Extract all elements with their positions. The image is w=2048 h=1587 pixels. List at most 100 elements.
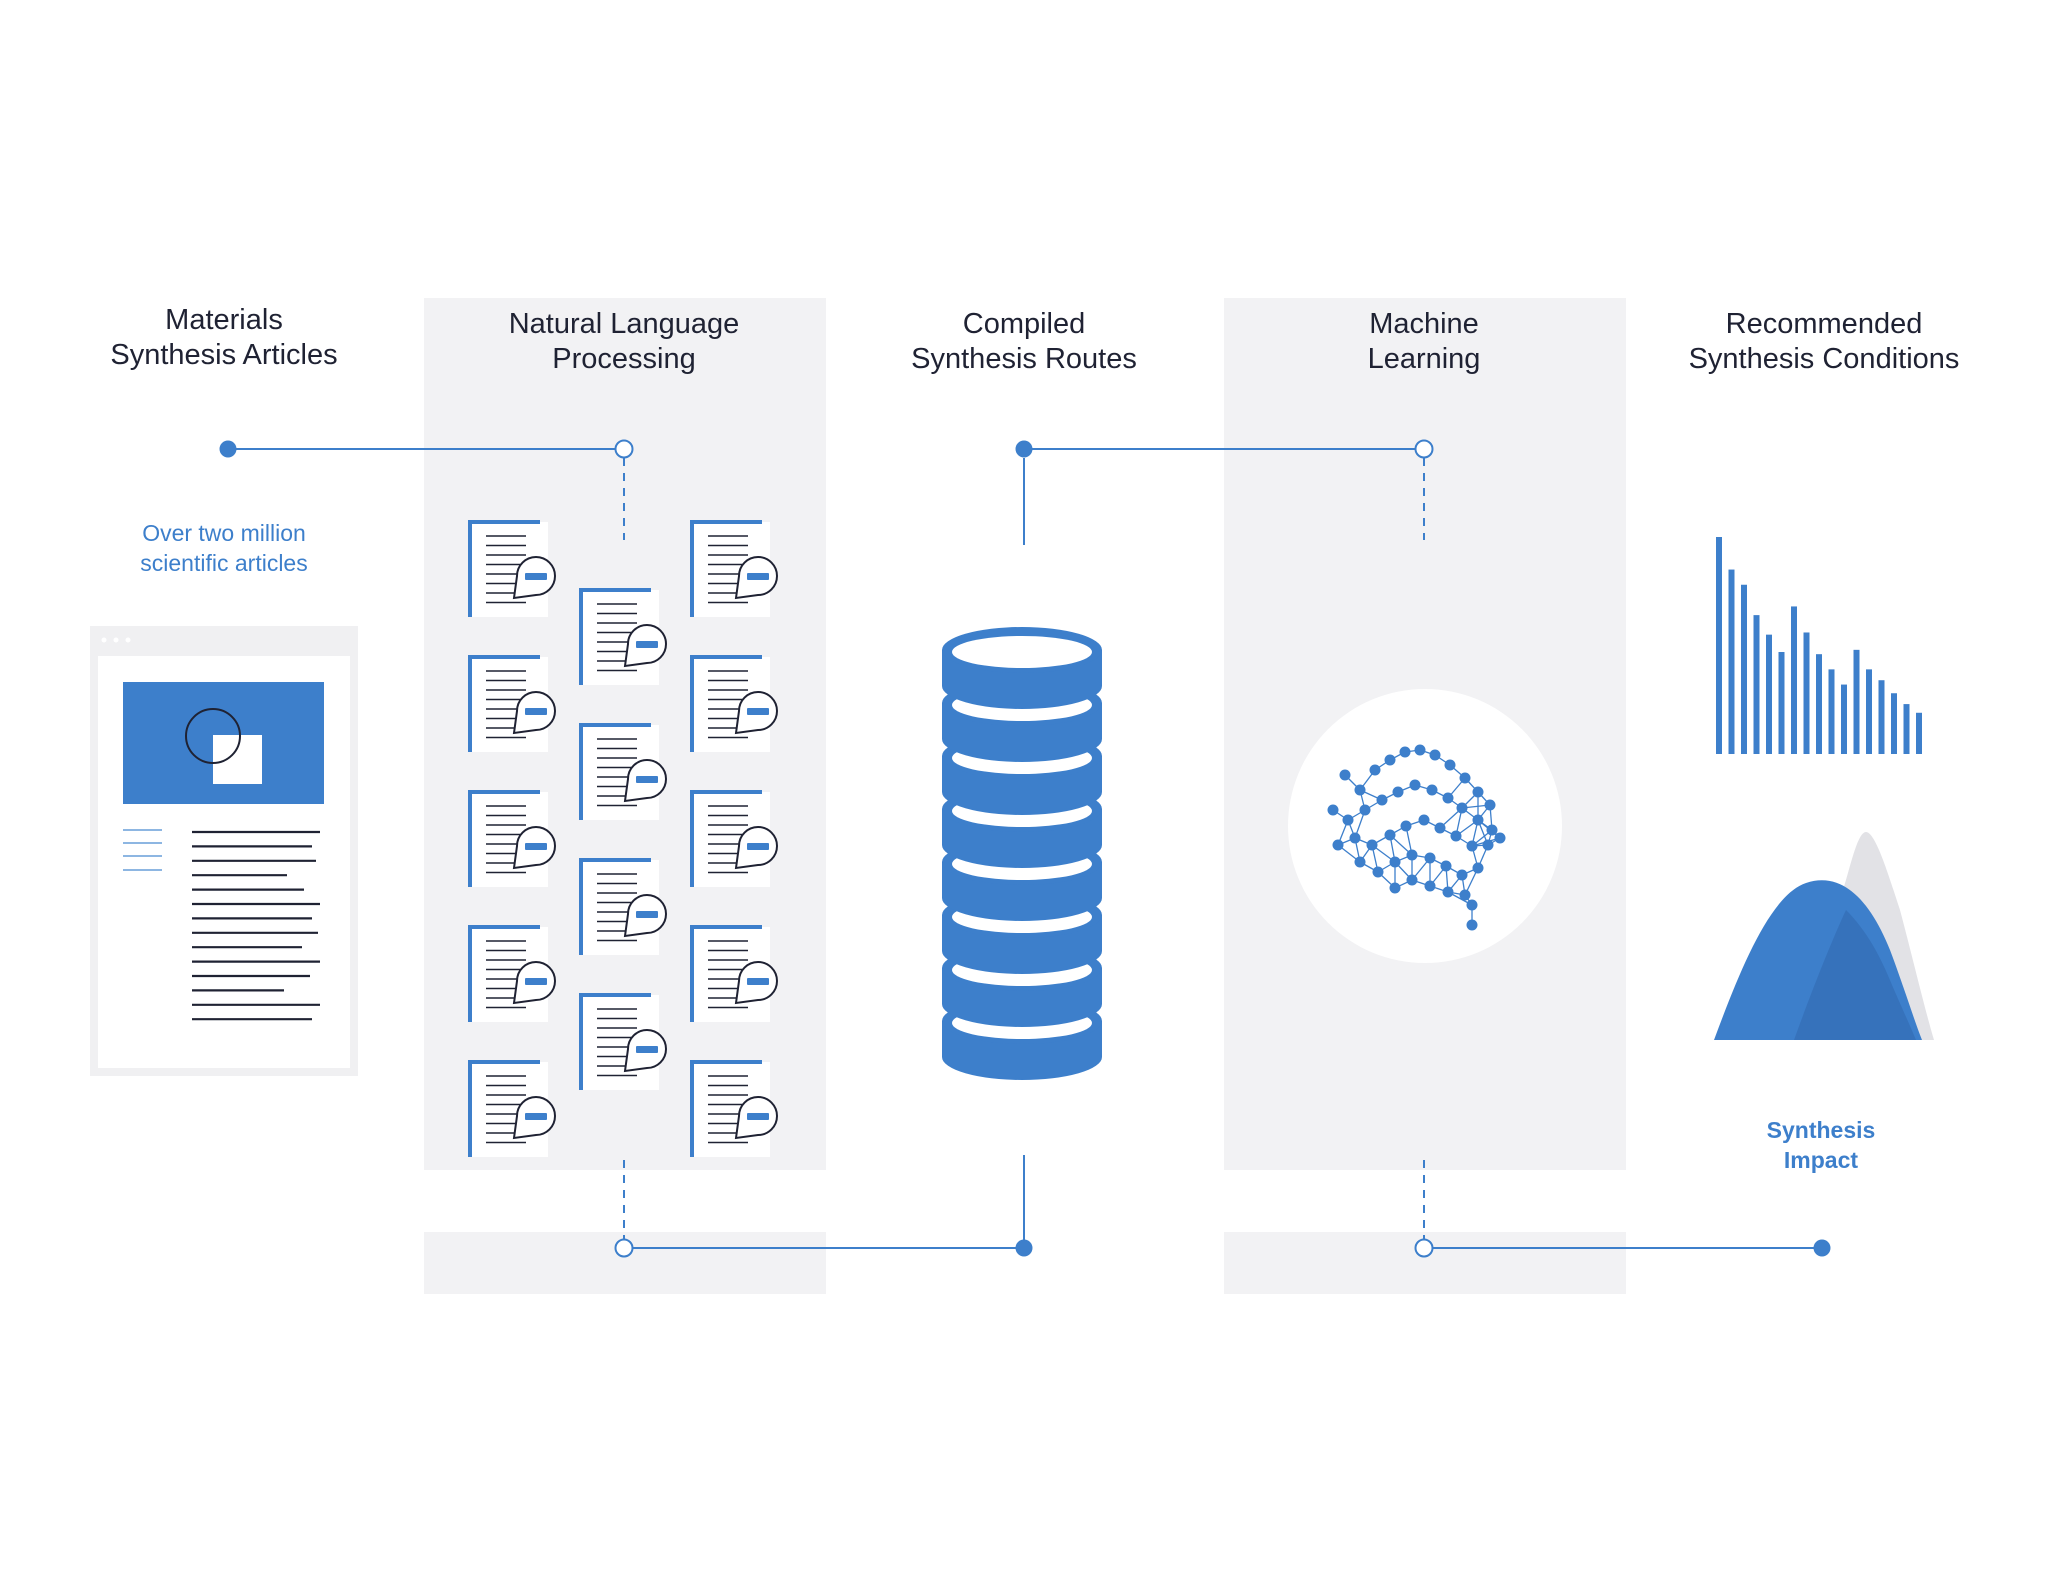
- document-comment-icon: [690, 655, 778, 752]
- top-connectors: [228, 448, 1425, 545]
- document-comment-icon: [579, 993, 667, 1090]
- brain-node: [1424, 880, 1436, 892]
- brain-node: [1372, 866, 1384, 878]
- brain-node: [1354, 784, 1366, 796]
- brain-node: [1484, 799, 1496, 811]
- articles-note: Over two million scientific articles: [140, 520, 308, 576]
- chart-bar: [1853, 649, 1860, 754]
- document-comment-icon: [690, 790, 778, 887]
- chart-bar: [1891, 693, 1897, 754]
- brain-node: [1389, 856, 1401, 868]
- node-articles: [219, 440, 237, 458]
- title-ml: Machine Learning: [1367, 308, 1481, 375]
- document-comment-icon: [468, 655, 556, 752]
- chart-bar: [1778, 652, 1785, 754]
- impact-note: Synthesis Impact: [1766, 1117, 1876, 1173]
- brain-node: [1339, 769, 1351, 781]
- bottom-connectors: [623, 1155, 1822, 1249]
- brain-node: [1459, 889, 1471, 901]
- brain-node: [1369, 764, 1381, 776]
- brain-node: [1332, 839, 1344, 851]
- brain-node: [1459, 772, 1471, 784]
- brain-node: [1424, 852, 1436, 864]
- brain-node: [1327, 804, 1339, 816]
- brain-node: [1426, 784, 1438, 796]
- chart-bar: [1728, 569, 1735, 754]
- brain-node: [1442, 886, 1454, 898]
- node-nlp-top: [614, 439, 634, 459]
- overlap-distribution: [1794, 910, 1916, 1040]
- brain-node: [1442, 792, 1454, 804]
- brain-node: [1456, 802, 1468, 814]
- synthesis-bar-chart: [1716, 537, 1922, 754]
- chart-bar: [1816, 654, 1822, 754]
- document-comment-icon: [579, 588, 667, 685]
- document-comment-icon: [579, 858, 667, 955]
- document-comment-icon: [690, 925, 778, 1022]
- chart-bar: [1828, 669, 1835, 754]
- brain-node: [1482, 839, 1494, 851]
- brain-node: [1456, 869, 1468, 881]
- neural-network-brain-icon: [1327, 744, 1506, 931]
- brain-node: [1494, 832, 1506, 844]
- brain-node: [1414, 744, 1426, 756]
- brain-node: [1444, 759, 1456, 771]
- title-recommend: Recommended Synthesis Conditions: [1688, 308, 1960, 375]
- brain-node: [1434, 822, 1446, 834]
- brain-node: [1399, 746, 1411, 758]
- title-nlp: Natural Language Processing: [508, 308, 740, 375]
- brain-node: [1359, 804, 1371, 816]
- brain-node: [1349, 832, 1361, 844]
- brain-circle-bg: [1288, 689, 1562, 963]
- brain-node: [1384, 754, 1396, 766]
- document-comment-icon: [468, 520, 556, 617]
- node-ml-top: [1414, 439, 1434, 459]
- brain-node: [1466, 919, 1478, 931]
- document-comment-icon: [690, 1060, 778, 1157]
- document-comment-icon: [468, 1060, 556, 1157]
- brain-node: [1392, 786, 1404, 798]
- chart-bar: [1716, 537, 1722, 754]
- node-ml-bottom: [1414, 1238, 1434, 1258]
- brain-node: [1466, 840, 1478, 852]
- brain-node: [1472, 786, 1484, 798]
- node-routes-bottom: [1015, 1239, 1033, 1257]
- chart-bar: [1916, 712, 1922, 754]
- brain-node: [1342, 814, 1354, 826]
- brain-node: [1406, 874, 1418, 886]
- chart-bar: [1878, 680, 1885, 754]
- brain-node: [1418, 814, 1430, 826]
- chart-bar: [1791, 606, 1797, 754]
- brain-node: [1486, 824, 1498, 836]
- node-recommend: [1813, 1239, 1831, 1257]
- title-routes: Compiled Synthesis Routes: [911, 308, 1137, 375]
- document-comment-icon: [468, 925, 556, 1022]
- brain-node: [1400, 820, 1412, 832]
- brain-node: [1389, 882, 1401, 894]
- brain-icon-group: [1288, 689, 1562, 963]
- brain-node: [1366, 839, 1378, 851]
- brain-node: [1429, 749, 1441, 761]
- chart-bar: [1866, 669, 1872, 754]
- document-comment-icon: [468, 790, 556, 887]
- brain-node: [1450, 830, 1462, 842]
- database-disk: [942, 627, 1102, 709]
- brain-node: [1376, 794, 1388, 806]
- brain-node: [1406, 849, 1418, 861]
- brain-node: [1472, 862, 1484, 874]
- web-article-icon: [90, 626, 358, 1076]
- document-grid: [468, 520, 778, 1157]
- chart-bar: [1753, 615, 1760, 754]
- chart-bar: [1903, 704, 1910, 754]
- database-stack-icon: [942, 627, 1102, 1080]
- title-articles: Materials Synthesis Articles: [110, 304, 338, 371]
- node-routes-top: [1015, 440, 1033, 458]
- node-nlp-bottom: [614, 1238, 634, 1258]
- brain-node: [1384, 829, 1396, 841]
- chart-bar: [1741, 584, 1747, 754]
- brain-node: [1466, 899, 1478, 911]
- top-nodes: [219, 439, 1434, 459]
- brain-node: [1409, 779, 1421, 791]
- document-comment-icon: [579, 723, 667, 820]
